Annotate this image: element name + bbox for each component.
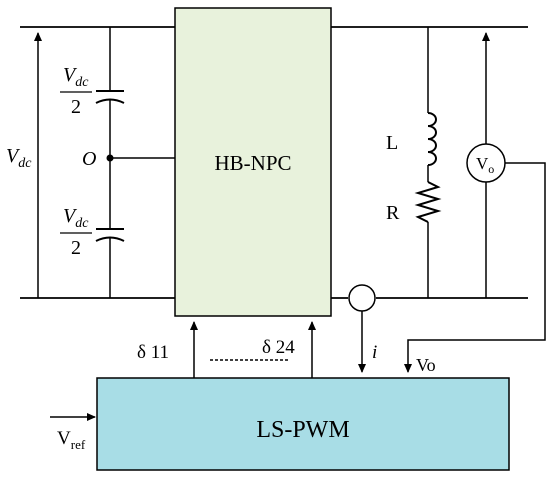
inductor-label: L <box>386 132 398 154</box>
voltmeter-label: Vo <box>476 154 494 176</box>
delta-last-label: δ 24 <box>262 337 295 358</box>
cap-top-plate-2 <box>95 98 125 104</box>
current-sensor <box>348 284 376 312</box>
vo-feedback-wire <box>404 162 546 373</box>
resistor-label: R <box>386 202 400 224</box>
current-label: i <box>372 342 377 363</box>
hbnpc-block <box>174 7 332 317</box>
cap-bottom-plate-2 <box>95 236 125 242</box>
inductor-coil <box>427 112 437 166</box>
vo-feedback-label: Vo <box>416 355 436 375</box>
resistor-zigzag <box>414 181 442 223</box>
delta-first-label: δ 11 <box>137 342 169 363</box>
cap-top-denominator: 2 <box>71 96 81 118</box>
cap-bottom-denominator: 2 <box>71 237 81 259</box>
vref-label: Vref <box>57 428 86 452</box>
lspwm-label: LS-PWM <box>256 417 349 443</box>
cap-top-numerator: Vdc <box>63 64 89 90</box>
lspwm-block <box>96 377 510 471</box>
midpoint-label: O <box>82 148 96 170</box>
cap-bottom-numerator: Vdc <box>63 205 89 231</box>
vdc-label: Vdc <box>6 145 32 171</box>
hbnpc-label: HB-NPC <box>214 151 291 175</box>
